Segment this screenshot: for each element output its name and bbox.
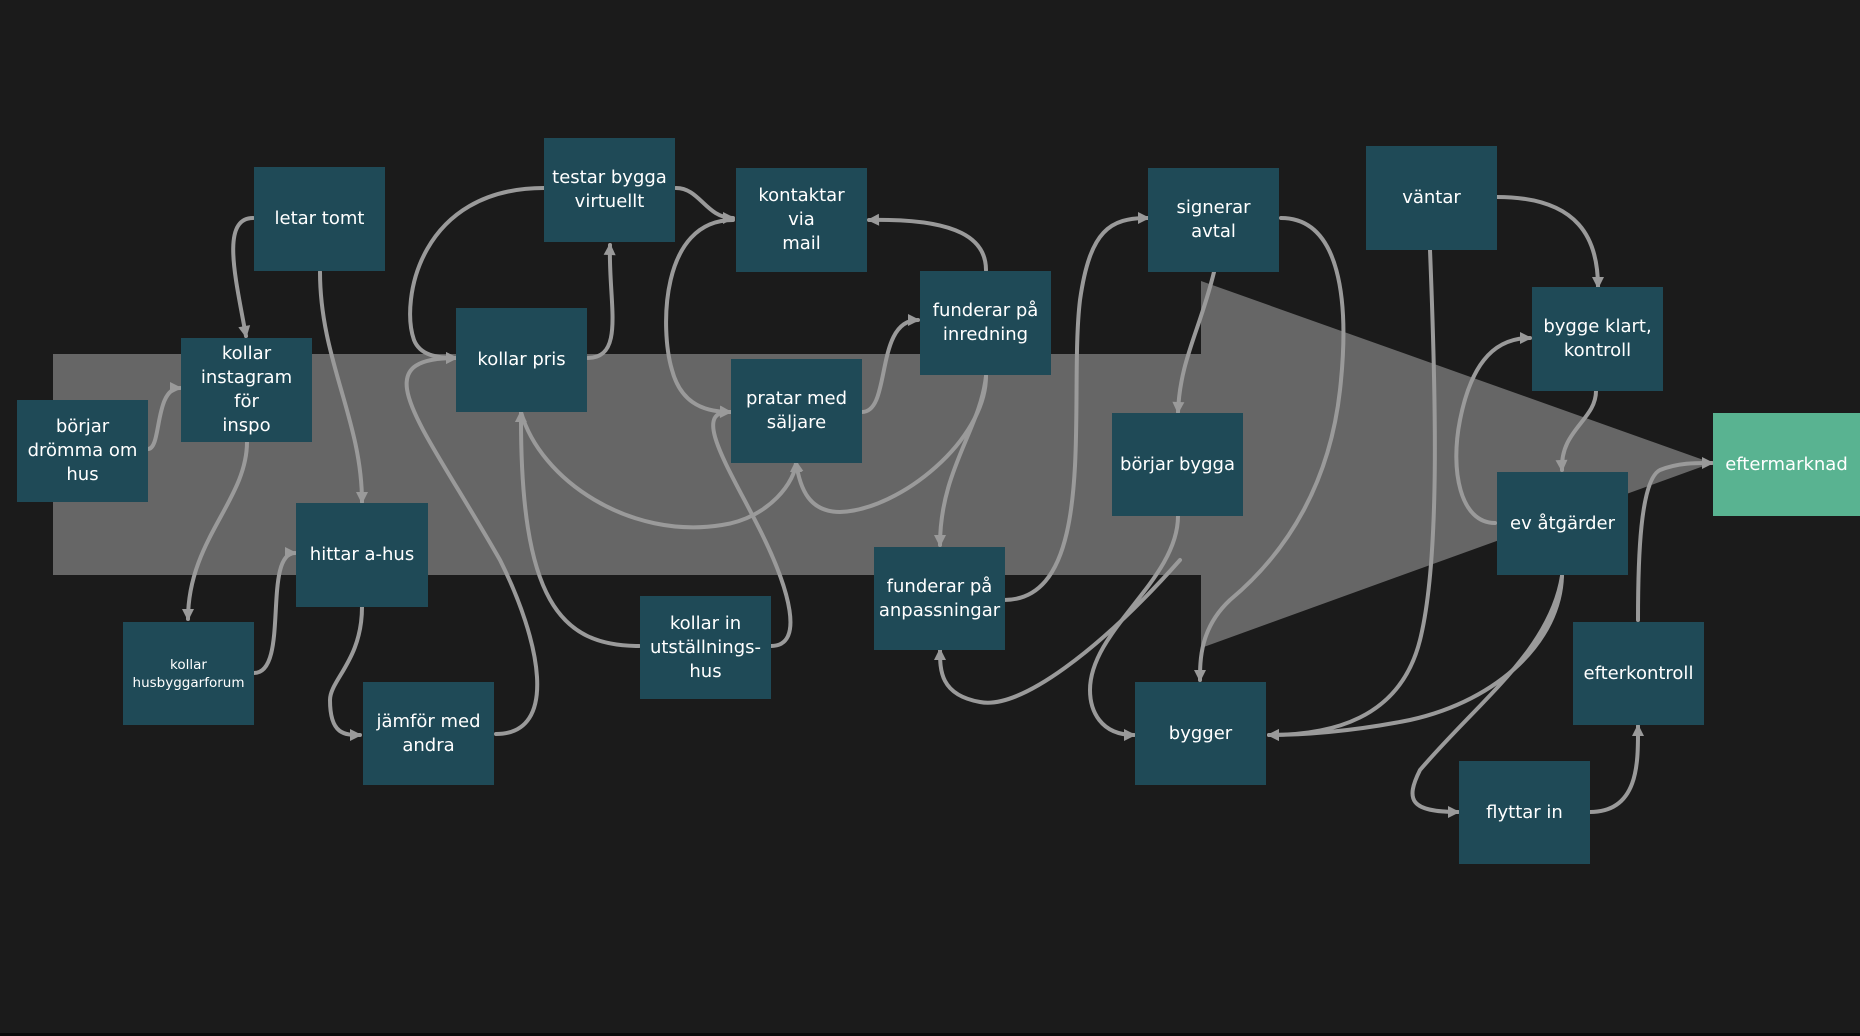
node-bygger: bygger — [1135, 682, 1266, 785]
edge-inredning-anpassningar — [934, 374, 988, 547]
edge-vantar-byggeklart — [1495, 195, 1604, 289]
edge-instagram-husbyggarforum — [182, 440, 249, 621]
edge-utstallning-kollarpris — [514, 410, 641, 648]
edge-signerar-borjarbygga — [1172, 270, 1216, 414]
node-kollar-in-utstallningshus: kollar in utställnings- hus — [640, 596, 771, 699]
node-kollar-husbyggarforum: kollar husbyggarforum — [123, 622, 254, 725]
edge-atgarder-byggeklart — [1454, 332, 1532, 525]
edge-utstallning-pratar — [711, 405, 793, 648]
edge-signerar-bygger — [1194, 216, 1346, 682]
edge-jamfor-kollarpris — [404, 352, 540, 736]
node-eftermarknad: eftermarknad — [1713, 413, 1860, 516]
bottom-border — [0, 1033, 1860, 1036]
edge-flyttar-efterkontroll — [1588, 724, 1645, 814]
edge-letar-instagram — [231, 216, 255, 338]
node-kontaktar-via-mail: kontaktar via mail — [736, 168, 867, 272]
edge-husbyggarforum-hittar — [252, 547, 297, 675]
edge-atgarder-flyttar — [1410, 574, 1564, 818]
node-testar-bygga: testar bygga virtuellt — [544, 138, 675, 242]
node-jamfor-med-andra: jämför med andra — [363, 682, 494, 785]
node-kollar-instagram: kollar instagram för inspo — [181, 338, 312, 442]
edge-testar-kontaktar — [674, 186, 735, 224]
node-letar-tomt: letar tomt — [254, 167, 385, 271]
edge-vantar-bygger — [1267, 248, 1437, 741]
node-signerar-avtal: signerar avtal — [1148, 168, 1279, 272]
node-borjar-dromma: börjar drömma om hus — [17, 400, 148, 502]
edge-hittar-jamfor — [327, 605, 364, 741]
node-vantar: väntar — [1366, 146, 1497, 250]
node-bygge-klart: bygge klart, kontroll — [1532, 287, 1663, 391]
node-flyttar-in: flyttar in — [1459, 761, 1590, 864]
edge-kollarpris-testar — [586, 243, 616, 360]
node-borjar-bygga: börjar bygga — [1112, 413, 1243, 516]
node-funderar-inredning: funderar på inredning — [920, 271, 1051, 375]
node-kollar-pris: kollar pris — [456, 308, 587, 412]
edge-efterkontroll-eftermarknad — [1636, 456, 1714, 622]
edge-letar-hittar — [318, 270, 368, 504]
node-funderar-anpassningar: funderar på anpassningar — [874, 547, 1005, 650]
edge-inredning-kontaktar — [867, 213, 988, 272]
edge-byggeklart-atgarder — [1555, 389, 1598, 472]
edge-kollarpris-pratar — [519, 410, 802, 530]
node-hittar-ahus: hittar a-hus — [296, 503, 428, 607]
edge-pratar-inredning — [860, 314, 920, 414]
node-ev-atgarder: ev åtgärder — [1497, 472, 1628, 575]
edge-atgarder-bygger — [1267, 574, 1564, 741]
edge-anpassningar-signerar — [1002, 212, 1150, 602]
edge-testar-kollarpris — [408, 186, 546, 364]
edge-dromma-instagram — [146, 382, 182, 451]
edge-borjarbygga-bygger — [1087, 514, 1180, 741]
edge-kontaktar-pratar — [664, 218, 735, 418]
node-efterkontroll: efterkontroll — [1573, 622, 1704, 725]
node-pratar-med-saljare: pratar med säljare — [731, 359, 862, 463]
